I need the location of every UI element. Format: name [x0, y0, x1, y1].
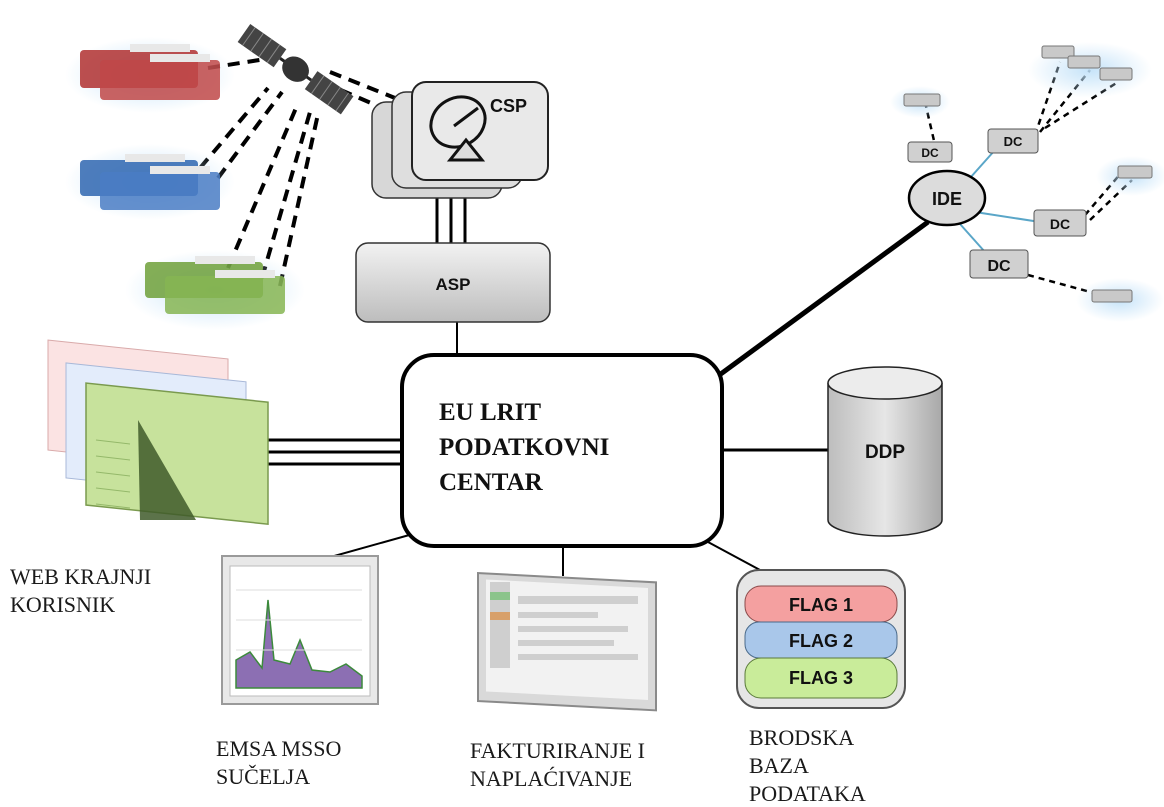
- eu-lrit-data-centre: EU LRIT PODATKOVNI CENTAR: [400, 353, 724, 548]
- ship-group-red: [65, 37, 235, 113]
- ddp-database: DDP: [827, 366, 943, 537]
- caption-shipdb-1: BRODSKA: [749, 725, 854, 750]
- dc-node-4: DC: [969, 249, 1029, 279]
- billing-screen: [477, 571, 657, 712]
- caption-billing-1: FAKTURIRANJE I: [470, 738, 645, 763]
- caption-web-2: KORISNIK: [10, 592, 115, 617]
- ddp-label: DDP: [865, 442, 905, 463]
- flag-1-label: FLAG 1: [789, 595, 853, 615]
- ship-database-flags: FLAG 1 FLAG 2 FLAG 3: [736, 569, 906, 709]
- dc-node-2: DC: [987, 128, 1039, 154]
- dc-node-3: DC: [1033, 209, 1087, 237]
- dc-label-1: DC: [921, 146, 939, 160]
- caption-emsa-1: EMSA MSSO: [216, 736, 341, 761]
- ship-group-green: [125, 250, 305, 330]
- satellite-dish-icon: [429, 95, 487, 162]
- asp-node: ASP: [355, 242, 551, 323]
- caption-shipdb-2: BAZA: [749, 753, 809, 778]
- dc-label-2: DC: [1004, 134, 1023, 149]
- csp-label: CSP: [490, 96, 527, 116]
- satellite-icon: [237, 24, 354, 115]
- dc-label-4: DC: [987, 258, 1011, 275]
- caption-shipdb-3: PODATAKA: [749, 781, 866, 806]
- csp-node: CSP: [371, 81, 549, 199]
- center-line-2: PODATKOVNI: [439, 434, 609, 461]
- captions: WEB KRAJNJI KORISNIK EMSA MSSO SUČELJA F…: [10, 564, 866, 806]
- asp-label: ASP: [436, 275, 471, 294]
- center-line-1: EU LRIT: [439, 399, 541, 426]
- caption-web-1: WEB KRAJNJI: [10, 564, 151, 589]
- caption-emsa-2: SUČELJA: [216, 764, 310, 789]
- web-end-user-screens: [47, 339, 269, 525]
- flag-2-label: FLAG 2: [789, 631, 853, 651]
- caption-billing-2: NAPLAĆIVANJE: [470, 766, 632, 791]
- emsa-msso-screen: [221, 555, 379, 705]
- dc-label-3: DC: [1050, 216, 1070, 232]
- ide-label: IDE: [932, 189, 962, 209]
- dc-node-1: DC: [907, 141, 953, 163]
- flag-3-label: FLAG 3: [789, 668, 853, 688]
- ide-network: DC DC DC DC IDE: [890, 42, 1164, 322]
- ide-node: IDE: [907, 169, 987, 227]
- ship-group-blue: [65, 144, 235, 220]
- center-line-3: CENTAR: [439, 469, 544, 496]
